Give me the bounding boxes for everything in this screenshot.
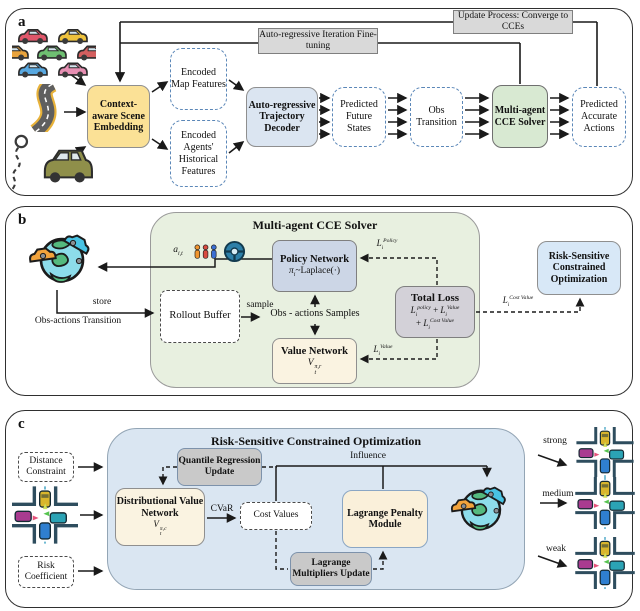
- sample-label: sample: [246, 300, 274, 310]
- influence-label: Influence: [350, 451, 386, 461]
- obs-transition-label: Obs Transition: [416, 105, 457, 128]
- distance-constraint-label: Distance Constraint: [26, 455, 66, 477]
- cost-value-loss-label: LiCost Value: [502, 295, 534, 308]
- cce-solver-box: Multi-agent CCE Solver: [492, 85, 548, 148]
- policy-loss-label: LiPolicy: [376, 238, 398, 251]
- lagrange-multipliers-label: Lagrange Multipliers Update: [292, 558, 370, 579]
- rollout-buffer-label: Rollout Buffer: [169, 310, 231, 322]
- rollout-buffer-box: Rollout Buffer: [160, 290, 240, 343]
- store-label: store: [92, 297, 112, 307]
- total-loss-box: Total Loss Lipolicy + LiValue + LiCost V…: [395, 286, 475, 338]
- risk-optimization-title: Risk-Sensitive Constrained Optimization: [210, 434, 421, 448]
- risk-coefficient-box: Risk Coefficient: [18, 556, 74, 588]
- route-vehicle-icon: [10, 134, 94, 190]
- total-loss-label: Total Loss: [410, 292, 460, 305]
- total-loss-eq-line1: Lipolicy + LiValue: [410, 305, 460, 318]
- obs-actions-transition-label: Obs-actions Transition: [34, 316, 122, 326]
- scene-embedding-label: Context-aware Scene Embedding: [92, 99, 145, 134]
- predicted-future-label: Predicted Future States: [340, 99, 378, 134]
- lagrange-multipliers-box: Lagrange Multipliers Update: [290, 552, 372, 586]
- lagrange-penalty-label: Lagrange Penalty Module: [347, 507, 423, 531]
- predicted-future-box: Predicted Future States: [332, 87, 386, 147]
- panel-a-label: a: [18, 14, 26, 30]
- decoder-box: Auto-regressive Trajectory Decoder: [246, 87, 318, 147]
- panel-c-label: c: [18, 416, 25, 432]
- strength-label-strong: strong: [543, 436, 567, 446]
- predicted-actions-label: Predicted Accurate Actions: [580, 99, 618, 134]
- intersection-icon-strong: [576, 427, 634, 477]
- policy-network-box: Policy Network πi~Laplace(·): [272, 240, 357, 292]
- strength-label-medium: medium: [542, 489, 574, 499]
- value-network-label: Value Network: [281, 345, 348, 357]
- encoded-map-label: Encoded Map Features: [171, 67, 226, 90]
- globe-traffic-icon-b: [28, 230, 94, 284]
- car-fleet-icon: [12, 26, 96, 80]
- cvar-label: CVaR: [210, 504, 234, 514]
- encoded-agents-box: Encoded Agents' Historical Features: [170, 120, 227, 187]
- quantile-regression-label: Quantile Regression Update: [178, 456, 261, 477]
- action-output-label: ai,t: [173, 245, 183, 257]
- lagrange-penalty-box: Lagrange Penalty Module: [342, 490, 428, 548]
- distributional-value-label: Distributional Value Network: [116, 496, 204, 519]
- value-loss-label: LiValue: [373, 344, 393, 357]
- panel-b-label: b: [18, 212, 27, 228]
- update-process-box: Update Process: Converge to CCEs: [453, 10, 573, 34]
- quantile-regression-box: Quantile Regression Update: [177, 448, 262, 486]
- encoded-agents-label: Encoded Agents' Historical Features: [178, 129, 219, 177]
- obs-actions-samples-label: Obs - actions Samples: [270, 308, 360, 319]
- cce-solver-label: Multi-agent CCE Solver: [494, 105, 546, 128]
- steering-wheel-icon: [223, 240, 246, 263]
- intersection-icon-input: [12, 486, 78, 544]
- obs-transition-box: Obs Transition: [410, 87, 463, 147]
- policy-network-label: Policy Network: [279, 253, 350, 265]
- cost-values-label: Cost Values: [253, 510, 299, 521]
- cce-solver-title: Multi-agent CCE Solver: [252, 218, 378, 232]
- decoder-label: Auto-regressive Trajectory Decoder: [248, 99, 316, 134]
- intersection-icon-weak: [575, 537, 635, 589]
- strength-label-weak: weak: [545, 544, 567, 554]
- policy-distribution: πi~Laplace(·): [288, 265, 341, 278]
- agents-icon: [194, 244, 217, 259]
- total-loss-eq-line2: + LiCost Value: [416, 318, 454, 332]
- intersection-icon-medium: [575, 477, 635, 529]
- cost-values-box: Cost Values: [240, 502, 312, 530]
- fine-tuning-box: Auto-regressive Iteration Fine-tuning: [258, 28, 378, 54]
- risk-sensitive-label-b: Risk-Sensitive Constrained Optimization: [548, 250, 610, 285]
- encoded-map-box: Encoded Map Features: [170, 48, 227, 110]
- fine-tuning-label: Auto-regressive Iteration Fine-tuning: [259, 30, 377, 51]
- predicted-actions-box: Predicted Accurate Actions: [572, 87, 626, 147]
- distance-constraint-box: Distance Constraint: [18, 452, 74, 482]
- globe-traffic-icon-c: [450, 482, 510, 531]
- scene-embedding-box: Context-aware Scene Embedding: [87, 85, 150, 148]
- update-process-label: Update Process: Converge to CCEs: [457, 11, 569, 32]
- curved-road-icon: [16, 84, 74, 132]
- risk-coefficient-label: Risk Coefficient: [24, 560, 68, 582]
- risk-sensitive-box-b: Risk-Sensitive Constrained Optimization: [537, 241, 621, 295]
